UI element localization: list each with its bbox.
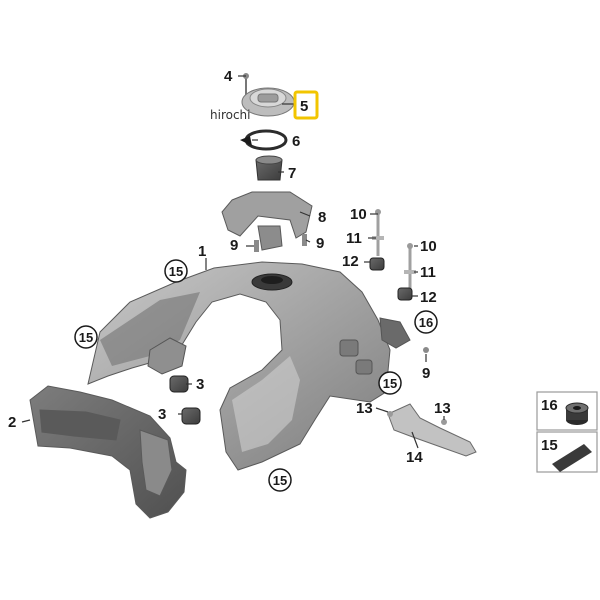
- callout-1: 1: [198, 243, 206, 260]
- callout-9-left: 9: [230, 237, 238, 254]
- callout-11-left: 11: [346, 230, 362, 247]
- callout-6: 6: [292, 133, 300, 150]
- svg-text:15: 15: [169, 264, 183, 279]
- callout-13-left: 13: [356, 400, 373, 417]
- callout-5: 5: [300, 98, 308, 115]
- callout-10-right: 10: [420, 238, 437, 255]
- svg-text:15: 15: [273, 473, 287, 488]
- callout-14: 14: [406, 449, 423, 466]
- mount-assembly-upper-part: [369, 209, 416, 301]
- callout-12-right: 12: [420, 289, 437, 306]
- highlight-box: [293, 90, 319, 120]
- callout-4: 4: [224, 68, 233, 85]
- seal-ring-part: [240, 129, 288, 151]
- fuel-tank-part: [87, 261, 411, 471]
- callout-9-rear: 9: [422, 365, 430, 382]
- callout-3-lower: 3: [158, 406, 166, 423]
- callout-10-left: 10: [350, 206, 367, 223]
- svg-text:15: 15: [79, 330, 93, 345]
- bracket-part: [221, 191, 313, 251]
- callout-7: 7: [288, 165, 296, 182]
- leader-lines: [21, 75, 445, 449]
- circled-callout-15-top: 15: [164, 259, 188, 283]
- filler-cap-part: [241, 73, 295, 117]
- filler-sleeve-part: [255, 155, 283, 181]
- callout-11-right: 11: [420, 264, 436, 281]
- circled-callout-16: 16: [414, 310, 438, 334]
- svg-text:15: 15: [383, 376, 397, 391]
- rear-bracket-part: [387, 403, 477, 457]
- svg-text:16: 16: [419, 315, 433, 330]
- callout-3-upper: 3: [196, 376, 204, 393]
- watermark-text: hirochi: [210, 108, 251, 122]
- rubber-mount-part: [169, 375, 201, 425]
- svg-text:15: 15: [541, 437, 558, 454]
- legend-item-16: 16: [536, 391, 598, 431]
- circled-callout-15-left: 15: [74, 325, 98, 349]
- legend-item-15: 15: [536, 431, 598, 473]
- callout-9-right: 9: [316, 235, 324, 252]
- callout-8: 8: [318, 209, 326, 226]
- svg-text:16: 16: [541, 397, 558, 414]
- circled-callout-15-bottom: 15: [268, 468, 292, 492]
- circled-callout-15-right: 15: [378, 371, 402, 395]
- callout-13-right: 13: [434, 400, 451, 417]
- bolt-part: [254, 234, 429, 353]
- heat-shield-part: [29, 385, 187, 519]
- callout-12-left: 12: [342, 253, 359, 270]
- callout-2: 2: [8, 414, 16, 431]
